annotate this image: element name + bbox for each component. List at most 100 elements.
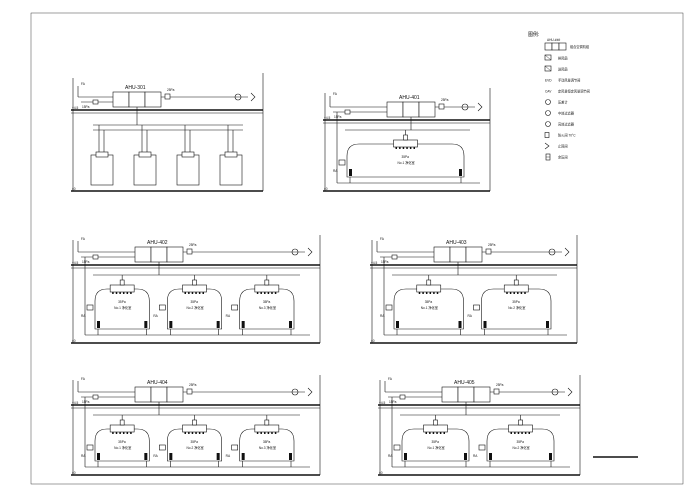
damper-symbol — [493, 388, 500, 395]
room-label: No.1 净化室 — [428, 445, 445, 450]
diffuser-mark — [271, 432, 273, 434]
ahu-section — [134, 246, 152, 263]
ahu-section — [150, 246, 168, 263]
legend-title: 图例: — [528, 31, 539, 38]
duct-tag: RA — [226, 314, 231, 318]
level-mark: ±0 — [379, 471, 383, 475]
relief-valve — [385, 304, 393, 311]
room-box — [481, 288, 552, 330]
pressure-label: 25Pa — [488, 243, 496, 247]
level-mark: +4.5 — [371, 261, 378, 265]
diffuser-mark — [267, 432, 270, 434]
diffuser-mark — [524, 292, 526, 294]
duct-tag: RA — [333, 169, 338, 173]
ahu-name: AHU-402 — [147, 240, 168, 246]
diffuser-mark — [195, 292, 197, 294]
pressure-label: 15Pa — [82, 260, 90, 264]
pressure-gauge — [291, 248, 299, 256]
diffuser-mark — [395, 147, 397, 149]
diffuser-mark — [188, 432, 190, 434]
room-box — [239, 428, 295, 462]
level-mark: ±0 — [72, 187, 76, 191]
legend-item: 送风扇 — [544, 65, 568, 72]
hepa-box — [182, 424, 207, 433]
hepa-box — [423, 424, 448, 433]
legend-item: 排风扇 — [544, 54, 568, 61]
room-label: No.2 净化室 — [187, 445, 204, 450]
hepa-box — [95, 151, 109, 158]
legend-code: EVD — [545, 79, 552, 83]
return-grille — [241, 453, 245, 460]
legend-item-text: 压差计 — [558, 100, 568, 105]
diffuser-mark — [432, 432, 435, 434]
ahu-section — [166, 246, 184, 263]
duct-tag: FA — [380, 237, 385, 241]
relief-valve — [393, 444, 401, 451]
damper-symbol — [344, 109, 351, 115]
level-mark: +4.5 — [72, 106, 79, 110]
duct-tag: RA — [388, 454, 393, 458]
diffuser-mark — [119, 292, 121, 294]
ahu-section — [150, 386, 168, 403]
legend-code: CAV — [545, 90, 552, 94]
diffuser-mark — [126, 432, 129, 434]
relief-valve — [159, 304, 166, 311]
hepa-box — [416, 284, 442, 293]
diffuser-mark — [413, 147, 415, 149]
pressure-label: 35Pa — [118, 300, 126, 304]
pressure-label: 25Pa — [167, 88, 175, 92]
duct-tag: FA — [81, 377, 86, 381]
ahu-section — [418, 101, 436, 118]
diffuser-mark — [191, 292, 194, 294]
diffuser-mark — [439, 432, 442, 434]
pressure-label: 35Pa — [512, 300, 520, 304]
hepa-box — [224, 151, 238, 158]
diffuser-mark — [506, 292, 508, 294]
duct-tag: FA — [81, 82, 86, 86]
diffuser-mark — [271, 292, 273, 294]
ahu-section — [402, 101, 420, 118]
diffuser-mark — [409, 147, 412, 149]
room-label: No.1 净化室 — [114, 305, 131, 310]
damper-symbol — [119, 419, 125, 426]
diffuser-mark — [274, 292, 277, 294]
pressure-label: 25Pa — [189, 243, 197, 247]
diffuser-mark — [517, 292, 519, 294]
pressure-label: 15Pa — [334, 115, 342, 119]
duct-tag: RA — [153, 314, 158, 318]
diffuser-mark — [202, 432, 204, 434]
damper-symbol — [426, 279, 432, 286]
damper-symbol — [192, 279, 197, 286]
diffuser-mark — [443, 432, 445, 434]
pressure-gauge — [234, 93, 242, 101]
pressure-label: 25Pa — [496, 383, 504, 387]
return-grille — [489, 453, 492, 460]
pressure-label: 35Pa — [191, 440, 199, 444]
duct-tag: RA — [468, 314, 473, 318]
duct-tag: RA — [226, 454, 231, 458]
ahu-section — [144, 91, 162, 108]
legend-item-text: 手动风量调节阀 — [558, 78, 580, 83]
pressure-label: 15Pa — [381, 260, 389, 264]
room-box — [167, 428, 222, 462]
legend-item-text: 送风扇 — [558, 67, 568, 72]
pressure-label: 35Pa — [118, 440, 126, 444]
relief-valve — [231, 304, 238, 311]
diffuser-mark — [122, 292, 125, 294]
legend-item: 压差计 — [545, 99, 568, 105]
ahu-name: AHU-401 — [399, 95, 420, 101]
diffuser-mark — [184, 432, 186, 434]
ahu-section — [441, 386, 459, 403]
legend-item-text: 防火阀 70°C — [558, 133, 576, 138]
level-mark: +4.5 — [72, 261, 79, 265]
damper-symbol — [186, 388, 193, 395]
legend-unit-cell — [558, 42, 567, 51]
legend-item-text: 余压阀 — [558, 155, 568, 160]
level-mark: +4.5 — [379, 401, 386, 405]
room-label: No.3 净化室 — [259, 305, 276, 310]
legend-item-text: 中效过滤器 — [558, 111, 575, 116]
